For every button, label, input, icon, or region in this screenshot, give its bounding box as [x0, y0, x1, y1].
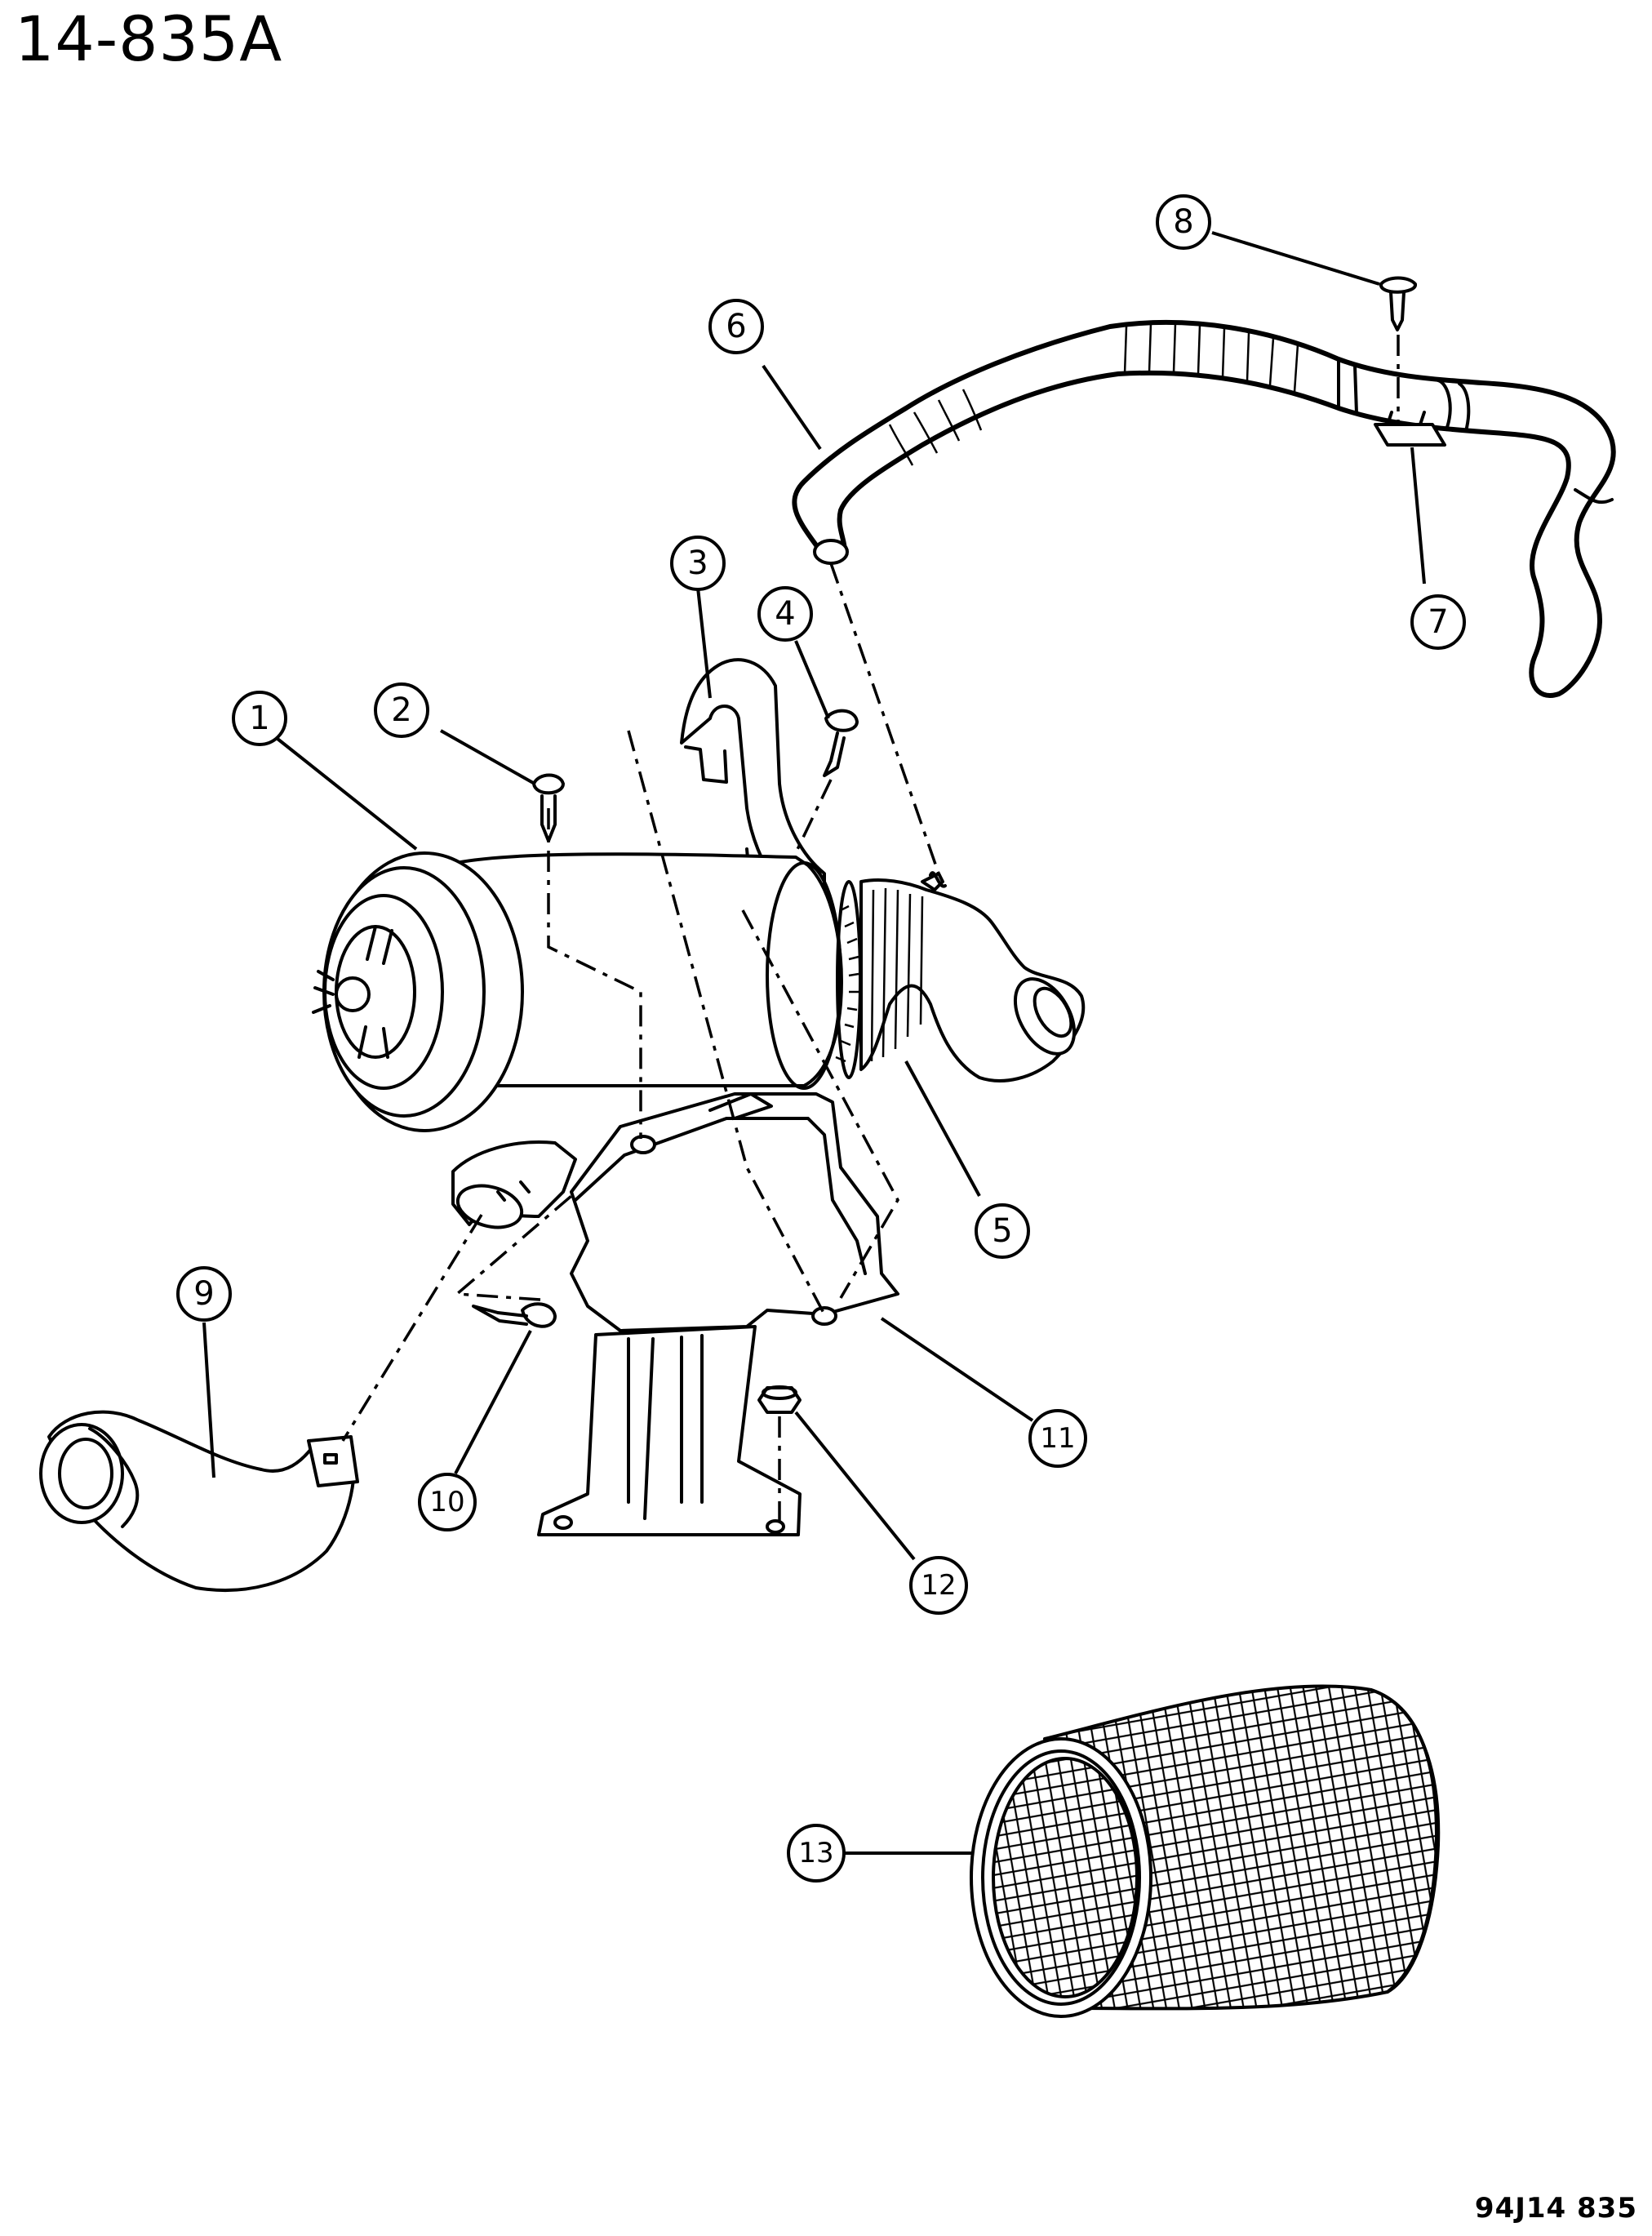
callout-12: 12 [909, 1556, 968, 1615]
callout-4: 4 [757, 586, 813, 642]
callout-6-label: 6 [726, 308, 746, 345]
callout-12-label: 12 [921, 1569, 956, 1602]
callout-7: 7 [1410, 594, 1466, 650]
callout-11: 11 [1028, 1409, 1087, 1468]
callout-3-label: 3 [687, 545, 708, 582]
callout-8: 8 [1156, 194, 1211, 250]
callout-10: 10 [418, 1473, 477, 1531]
callout-6: 6 [708, 299, 764, 354]
bolt-2-drawing [532, 773, 565, 842]
callout-11-label: 11 [1040, 1422, 1075, 1455]
nut-12-drawing [757, 1385, 802, 1527]
leader-lines [202, 231, 1426, 1855]
vent-hose-drawing [792, 276, 1616, 698]
callout-13-label: 13 [798, 1837, 833, 1869]
page-title: 14-835A [15, 2, 283, 75]
callout-1-label: 1 [249, 700, 269, 737]
callout-9: 9 [176, 1266, 232, 1322]
air-cleaner-housing-drawing [312, 851, 862, 1132]
callout-13: 13 [787, 1824, 846, 1883]
callout-2: 2 [374, 682, 429, 738]
callout-9-label: 9 [193, 1275, 214, 1313]
callout-2-label: 2 [391, 691, 411, 729]
callout-5: 5 [975, 1203, 1030, 1259]
screw-10-drawing [453, 1194, 573, 1328]
intake-hose-drawing [829, 562, 1086, 1082]
support-bracket-drawing [537, 730, 900, 1536]
callout-1: 1 [232, 691, 287, 746]
callout-5-label: 5 [992, 1212, 1012, 1250]
callout-3: 3 [670, 536, 726, 591]
air-filter-element-drawing [970, 1684, 1441, 2018]
callout-7-label: 7 [1428, 603, 1448, 641]
callout-4-label: 4 [775, 595, 795, 633]
figure-code: 94J14 835 [1474, 2192, 1637, 2225]
callout-10-label: 10 [429, 1486, 464, 1518]
callout-8-label: 8 [1173, 203, 1193, 241]
inlet-duct-drawing [39, 1140, 577, 1592]
